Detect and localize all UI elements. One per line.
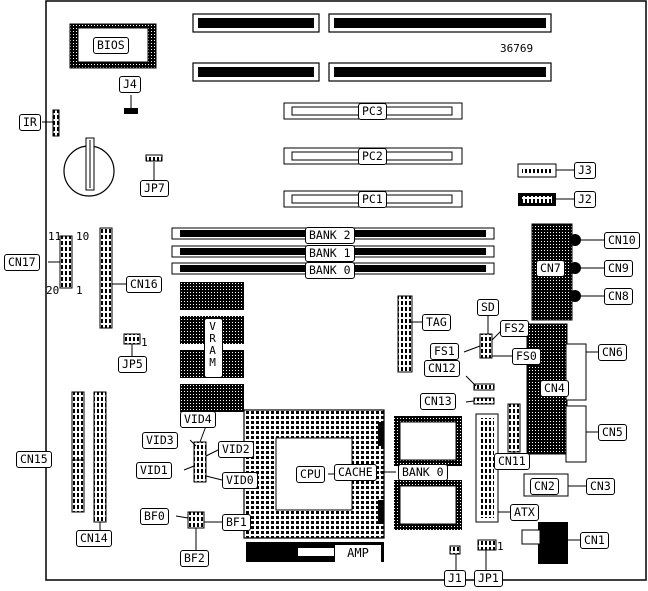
cn7-label: CN7 <box>536 260 565 277</box>
atx-label: ATX <box>510 504 539 521</box>
vram-label: VRAM <box>204 318 223 378</box>
cn17-pin-1: 1 <box>76 284 83 297</box>
cn3-label: CN3 <box>586 478 615 495</box>
jp7-label: JP7 <box>140 180 169 197</box>
ir-label: IR <box>19 114 41 131</box>
jp5-label: JP5 <box>118 356 147 373</box>
jp7-jumper <box>145 154 163 162</box>
cn17-pin-11: 11 <box>48 230 62 243</box>
vid3-label: VID3 <box>142 432 178 449</box>
cn13-label: CN13 <box>420 393 456 410</box>
cn16-label: CN16 <box>126 276 162 293</box>
tag-chip <box>397 295 413 373</box>
cn13-jumper <box>473 397 495 405</box>
j1-label: J1 <box>444 570 466 587</box>
amp-label: AMP <box>335 545 381 562</box>
cn15-header <box>71 391 85 513</box>
fs2-label: FS2 <box>500 320 529 337</box>
j3-label: J3 <box>574 162 596 179</box>
cn14-label: CN14 <box>76 530 112 547</box>
cn6-label: CN6 <box>598 344 627 361</box>
cn17-pin-20: 20 <box>46 284 60 297</box>
vid1-label: VID1 <box>136 462 172 479</box>
tag-label: TAG <box>422 314 451 331</box>
j4-label: J4 <box>119 76 141 93</box>
vram-label-text: VRAM <box>206 320 219 368</box>
cn8-label: CN8 <box>604 288 633 305</box>
pc1-label: PC1 <box>358 191 387 208</box>
bank0-simm-label: BANK 0 <box>305 262 355 279</box>
cn17-pin-10: 10 <box>76 230 90 243</box>
bank2-label: BANK 2 <box>305 227 355 244</box>
j2-label: J2 <box>574 191 596 208</box>
j4-jumper <box>124 108 138 114</box>
cache-label: CACHE <box>334 464 377 481</box>
vid-jumpers <box>193 441 207 483</box>
sd-fs-jumpers <box>479 333 493 359</box>
cn2-label: CN2 <box>530 478 559 495</box>
cn11-label: CN11 <box>494 453 530 470</box>
cn4-label: CN4 <box>540 380 569 397</box>
bank1-label: BANK 1 <box>305 245 355 262</box>
cn16-header <box>99 227 113 329</box>
cn10-label: CN10 <box>604 232 640 249</box>
bf-jumpers <box>187 511 205 529</box>
ir-connector <box>52 109 60 137</box>
jp5-jumper <box>123 333 141 345</box>
fs1-label: FS1 <box>430 343 459 360</box>
bank0-cache-label: BANK 0 <box>398 464 448 481</box>
pc2-label: PC2 <box>358 148 387 165</box>
vid0-label: VID0 <box>222 472 258 489</box>
figure-id: 36769 <box>500 42 534 55</box>
jp1-pin-1: 1 <box>497 540 504 553</box>
cn11-header <box>507 403 521 453</box>
j1-jumper <box>449 545 461 555</box>
bf1-label: BF1 <box>222 514 251 531</box>
bios-label: BIOS <box>93 37 129 54</box>
vid2-label: VID2 <box>218 441 254 458</box>
cn9-label: CN9 <box>604 260 633 277</box>
cn17-label: CN17 <box>4 254 40 271</box>
bf0-label: BF0 <box>140 508 169 525</box>
cn5-label: CN5 <box>598 424 627 441</box>
jp5-pin-1: 1 <box>141 336 148 349</box>
cn15-label: CN15 <box>16 451 52 468</box>
cn1-label: CN1 <box>580 532 609 549</box>
cn12-jumper <box>473 383 495 391</box>
bf2-label: BF2 <box>180 550 209 567</box>
cpu-label: CPU <box>296 466 325 483</box>
vid4-label: VID4 <box>180 411 216 428</box>
jp1-label: JP1 <box>474 570 503 587</box>
sd-label: SD <box>477 299 499 316</box>
pc3-label: PC3 <box>358 103 387 120</box>
fs0-label: FS0 <box>512 348 541 365</box>
cn1-connector <box>538 522 568 564</box>
cn14-header <box>93 391 107 523</box>
jp1-jumper <box>477 539 497 551</box>
cn12-label: CN12 <box>424 360 460 377</box>
cn17-header <box>59 235 73 289</box>
